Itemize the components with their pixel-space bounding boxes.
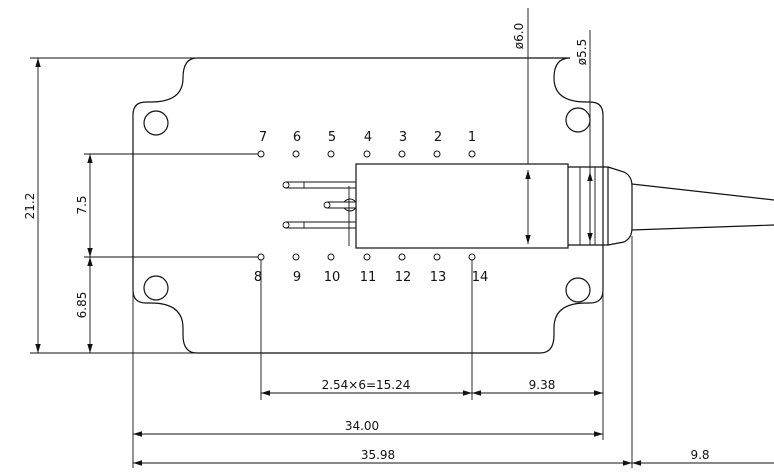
cylinder-collar [568,166,609,246]
dimension-body-width: 34.00 [345,419,379,433]
dimension-pin14-to-nose: 9.38 [529,378,556,392]
dimension-pin-row-spacing: 7.5 [75,195,89,214]
dimension-body-height: 21.2 [23,193,37,220]
dimension-fiber-boot: 9.8 [690,448,709,462]
dimension-dia-outer: ø6.0 [512,23,526,49]
pin-label: 7 [259,130,267,145]
pin-label: 10 [324,270,341,285]
pin-label: 1 [468,130,476,145]
pin-label: 13 [430,270,447,285]
pin [433,253,441,261]
pin [257,253,265,261]
pin-label: 6 [293,130,301,145]
mounting-hole-top-right [565,107,591,133]
dimension-overall-width: 35.98 [361,448,395,462]
package-outline [132,57,604,354]
internal-leads [282,181,357,246]
pin-label: 2 [434,130,442,145]
pin-label: 14 [472,270,489,285]
pin-label: 9 [293,270,301,285]
pin [468,253,476,261]
pin-row-bottom [257,253,476,261]
pin [327,253,335,261]
mounting-hole-bottom-left [143,275,169,301]
mounting-hole-top-left [143,110,169,136]
pin-label: 4 [364,130,372,145]
pin [433,150,441,158]
dimension-dia-inner: ø5.5 [575,39,589,65]
fiber-cable-top [631,183,774,201]
pin-label: 12 [395,270,412,285]
pin [363,253,371,261]
pin-label: 3 [399,130,407,145]
laser-cylinder [355,163,569,249]
pin [257,150,265,158]
pin-labels-top: 7 6 5 4 3 2 1 [259,130,476,145]
pin [292,150,300,158]
pin-labels-bottom: 8 9 10 11 12 13 14 [254,270,488,285]
pin [468,150,476,158]
mounting-hole-bottom-right [565,277,591,303]
pin [398,253,406,261]
pin [327,150,335,158]
fiber-cable-bottom [631,224,774,231]
pin [363,150,371,158]
pin [292,253,300,261]
pin-label: 5 [328,130,336,145]
fiber-boot [607,166,633,246]
pin-label: 8 [254,270,262,285]
dimension-pin-row-offset: 6.85 [75,292,89,319]
pin-label: 11 [360,270,377,285]
pin-row-top [257,150,476,158]
pin [398,150,406,158]
dimension-pin-pitch: 2.54×6=15.24 [322,378,411,392]
